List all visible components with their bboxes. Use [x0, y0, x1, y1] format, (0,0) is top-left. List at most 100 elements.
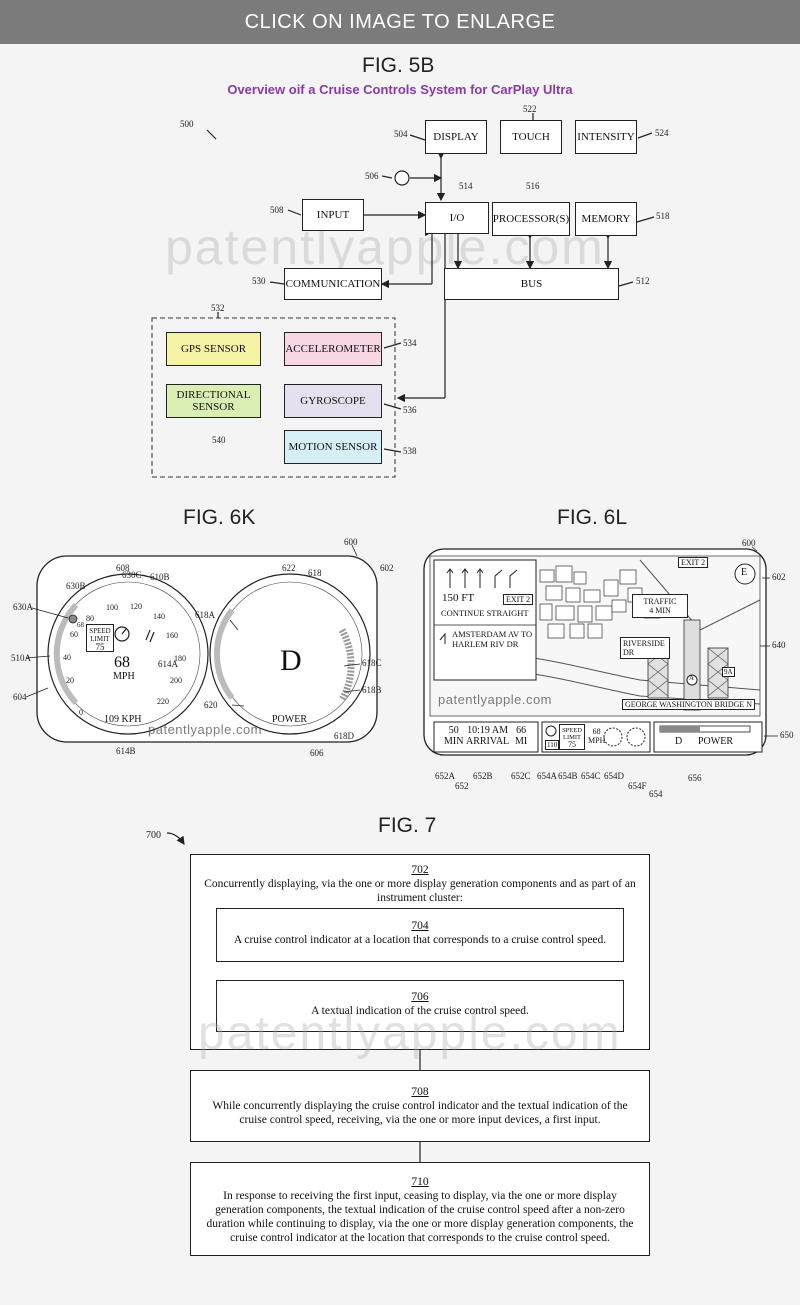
ref-654a: 654A [537, 771, 557, 781]
ref-516: 516 [526, 181, 540, 191]
power-bar-fill [660, 726, 700, 732]
step-704: 704 A cruise control indicator at a loca… [216, 908, 624, 962]
ref-652: 652 [455, 781, 469, 791]
ref-524: 524 [655, 128, 669, 138]
traffic-alert[interactable]: TRAFFIC 4 MIN [632, 594, 688, 618]
ref-508: 508 [270, 205, 284, 215]
step-706: 706 A textual indication of the cruise c… [216, 980, 624, 1032]
ref-614b: 614B [116, 746, 136, 756]
ref-622: 622 [282, 563, 296, 573]
ref-652c: 652C [511, 771, 531, 781]
traffic-label: TRAFFIC [643, 597, 677, 606]
ref-618d: 618D [334, 731, 354, 741]
ref-650: 650 [780, 730, 794, 740]
gyroscope-block: GYROSCOPE [284, 384, 382, 418]
ref-504: 504 [394, 129, 408, 139]
ref-510a: 510A [11, 653, 31, 663]
ref-656: 656 [688, 773, 702, 783]
ref-500: 500 [180, 119, 194, 129]
ref-530: 530 [252, 276, 266, 286]
gear-indicator: D [675, 736, 683, 747]
cruise-icon [545, 725, 557, 737]
tick-60: 60 [70, 630, 78, 639]
route-marker [686, 674, 698, 686]
power-label: POWER [272, 714, 307, 725]
step-710-number: 710 [411, 1176, 429, 1188]
bus-block: BUS [444, 268, 619, 300]
enlarge-banner[interactable]: CLICK ON IMAGE TO ENLARGE [0, 0, 800, 44]
input-block: INPUT [302, 199, 364, 231]
watermark: patentlyapple.com [438, 692, 553, 707]
tick-120: 120 [130, 602, 142, 611]
tick-200: 200 [170, 676, 182, 685]
ref-654c: 654C [581, 771, 601, 781]
tick-0: 0 [79, 708, 83, 717]
ref-654d: 654D [604, 771, 624, 781]
step-704-number: 704 [411, 920, 429, 932]
tick-220: 220 [157, 697, 169, 706]
route-marker-label: A [689, 674, 695, 682]
ref-618: 618 [308, 568, 322, 578]
step-702-text: Concurrently displaying, via the one or … [204, 878, 636, 904]
gear-indicator: D [280, 644, 302, 677]
adaptive-cruise-icon [145, 629, 155, 643]
cruise-icon [114, 626, 130, 642]
step-708-number: 708 [411, 1086, 429, 1098]
riverside-label: RIVERSIDE DR [620, 637, 670, 659]
button-506 [394, 170, 410, 186]
cruise-speed: 110 [545, 740, 560, 750]
ref-630b: 630B [66, 581, 86, 591]
tick-140: 140 [153, 612, 165, 621]
speed-limit-label: SPEED LIMIT [89, 627, 111, 643]
ref-540: 540 [212, 435, 226, 445]
step-702-number: 702 [411, 864, 429, 876]
tick-100: 100 [106, 603, 118, 612]
nav-instruction: CONTINUE STRAIGHT [441, 608, 529, 618]
kph-readout: 109 KPH [104, 714, 142, 725]
watermark: patentlyapple.com [198, 1007, 622, 1060]
gps-sensor-block: GPS SENSOR [166, 332, 261, 366]
ref-514: 514 [459, 181, 473, 191]
fig-5b-label: FIG. 5B [362, 54, 435, 77]
exit-sign: EXIT 2 [678, 557, 709, 568]
ref-518: 518 [656, 211, 670, 221]
ref-614a: 614A [158, 659, 178, 669]
current-speed: 68 [114, 654, 130, 671]
processor-block: PROCESSOR(S) [492, 202, 570, 236]
tick-68: 68 [77, 621, 84, 629]
power-label: POWER [698, 736, 733, 747]
sensor-group-532 [151, 317, 396, 478]
step-710: 710 In response to receiving the first i… [190, 1162, 650, 1256]
communication-block: COMMUNICATION [284, 268, 382, 300]
ref-534: 534 [403, 338, 417, 348]
ref-608: 608 [116, 563, 130, 573]
ref-604: 604 [13, 692, 27, 702]
directional-sensor-block: DIRECTIONAL SENSOR [166, 384, 261, 418]
nav-street: AMSTERDAM AV TO HARLEM RIV DR [452, 629, 533, 649]
ref-654f: 654F [628, 781, 647, 791]
ref-600-l: 600 [742, 538, 756, 548]
ref-652b: 652B [473, 771, 493, 781]
ref-506: 506 [365, 171, 379, 181]
cruise-indicator-630b [68, 614, 78, 624]
ref-630a: 630A [13, 602, 33, 612]
watermark: patentlyapple.com [148, 722, 263, 737]
compass-icon[interactable] [734, 563, 756, 585]
tick-20: 20 [66, 676, 74, 685]
speed-limit-value: 75 [95, 642, 105, 652]
ref-512: 512 [636, 276, 650, 286]
ref-700: 700 [146, 830, 161, 841]
ref-654: 654 [649, 789, 663, 799]
lane-assist-icon [626, 727, 646, 747]
step-704-text: A cruise control indicator at a location… [233, 934, 607, 946]
step-706-text: A textual indication of the cruise contr… [311, 1005, 529, 1017]
fig-5b-subtitle: Overview oif a Cruise Controls System fo… [227, 82, 573, 97]
compass-label: E [741, 567, 748, 578]
bridge-label: GEORGE WASHINGTON BRIDGE N [622, 699, 756, 710]
